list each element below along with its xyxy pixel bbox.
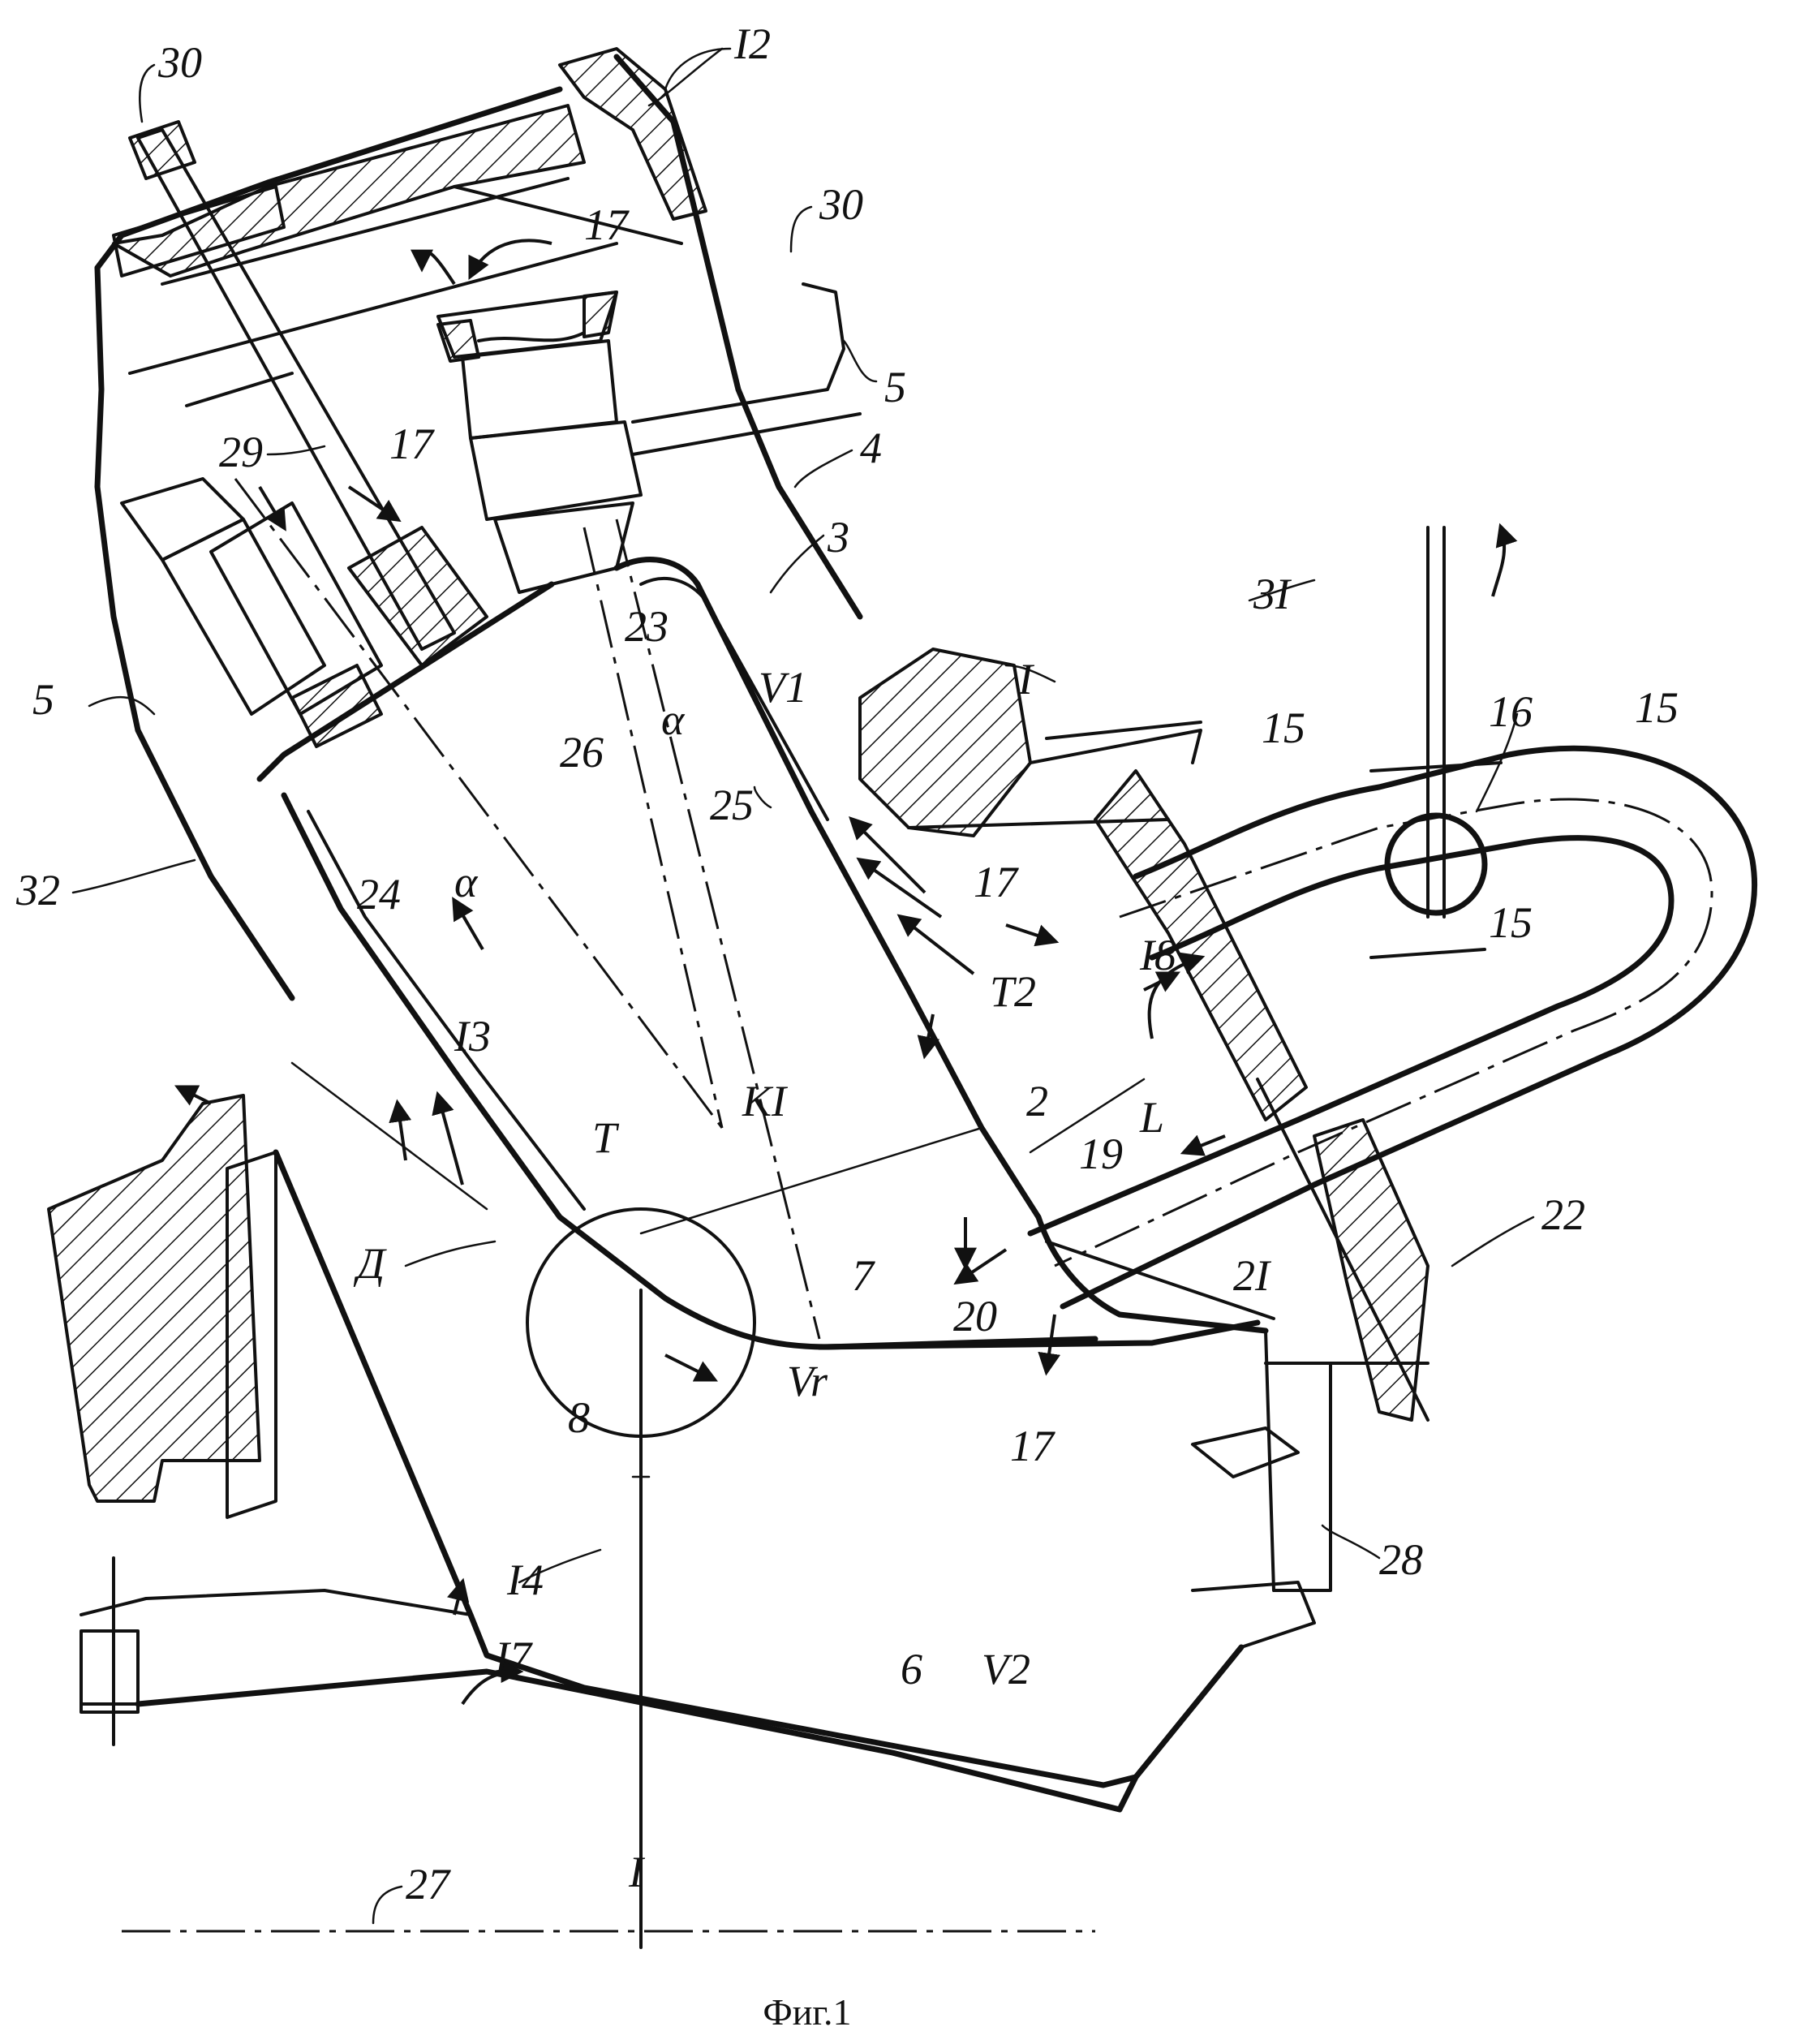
left-burner-block xyxy=(122,479,487,747)
label-8: 8 xyxy=(568,1393,590,1442)
label-I2: I2 xyxy=(733,19,771,68)
label-17d: 17 xyxy=(1010,1422,1055,1470)
label-5a: 5 xyxy=(884,363,906,411)
label-5b: 5 xyxy=(32,675,54,724)
label-4: 4 xyxy=(860,424,882,472)
label-24: 24 xyxy=(357,870,401,919)
right-flange xyxy=(860,649,1428,1420)
label-D: Д xyxy=(353,1239,387,1288)
label-I7e: I7 xyxy=(494,1633,533,1681)
label-Vr: Vr xyxy=(787,1357,828,1405)
label-I3: I3 xyxy=(454,1012,491,1061)
label-T: T xyxy=(592,1113,620,1162)
label-V1: V1 xyxy=(759,663,807,712)
reference-labels: 30 I2 30 17 5 29 17 4 3 3I 23 I V1 16 15… xyxy=(15,19,1679,1908)
label-22: 22 xyxy=(1541,1190,1585,1239)
label-V2: V2 xyxy=(982,1645,1030,1693)
label-7: 7 xyxy=(852,1251,875,1300)
label-alpha1: α xyxy=(661,695,686,744)
label-15c: 15 xyxy=(1489,898,1533,947)
label-I: I xyxy=(1017,655,1035,704)
label-2I: 2I xyxy=(1233,1251,1272,1300)
lower-casing xyxy=(49,1095,1331,1809)
label-29: 29 xyxy=(219,428,263,476)
label-section-I: I xyxy=(628,1848,646,1896)
label-alpha2: α xyxy=(454,858,479,906)
label-T2: T2 xyxy=(990,967,1036,1016)
label-32: 32 xyxy=(15,866,60,914)
label-I8: I8 xyxy=(1139,931,1176,979)
label-17b: 17 xyxy=(389,420,435,468)
label-17c: 17 xyxy=(974,858,1019,906)
flow-arrows xyxy=(178,240,1504,1704)
label-17a: 17 xyxy=(584,200,630,249)
label-28: 28 xyxy=(1379,1535,1423,1584)
label-30b: 30 xyxy=(819,180,863,229)
label-6: 6 xyxy=(901,1645,922,1693)
label-L: L xyxy=(1139,1093,1164,1142)
label-3: 3 xyxy=(827,513,849,562)
label-30a: 30 xyxy=(157,38,202,87)
label-3I: 3I xyxy=(1253,570,1292,618)
figure-caption: Фиг.1 xyxy=(763,1991,851,2033)
label-2: 2 xyxy=(1026,1077,1048,1125)
label-20: 20 xyxy=(953,1292,997,1340)
label-16: 16 xyxy=(1489,687,1533,736)
label-25: 25 xyxy=(710,781,754,829)
label-23: 23 xyxy=(625,602,669,651)
label-26: 26 xyxy=(560,728,604,777)
burner-top xyxy=(438,284,860,592)
label-KI: KI xyxy=(742,1077,789,1125)
label-15a: 15 xyxy=(1262,704,1305,752)
upper-casing xyxy=(97,49,860,998)
label-27: 27 xyxy=(406,1860,451,1908)
label-15b: 15 xyxy=(1635,683,1679,732)
label-19: 19 xyxy=(1079,1130,1123,1178)
